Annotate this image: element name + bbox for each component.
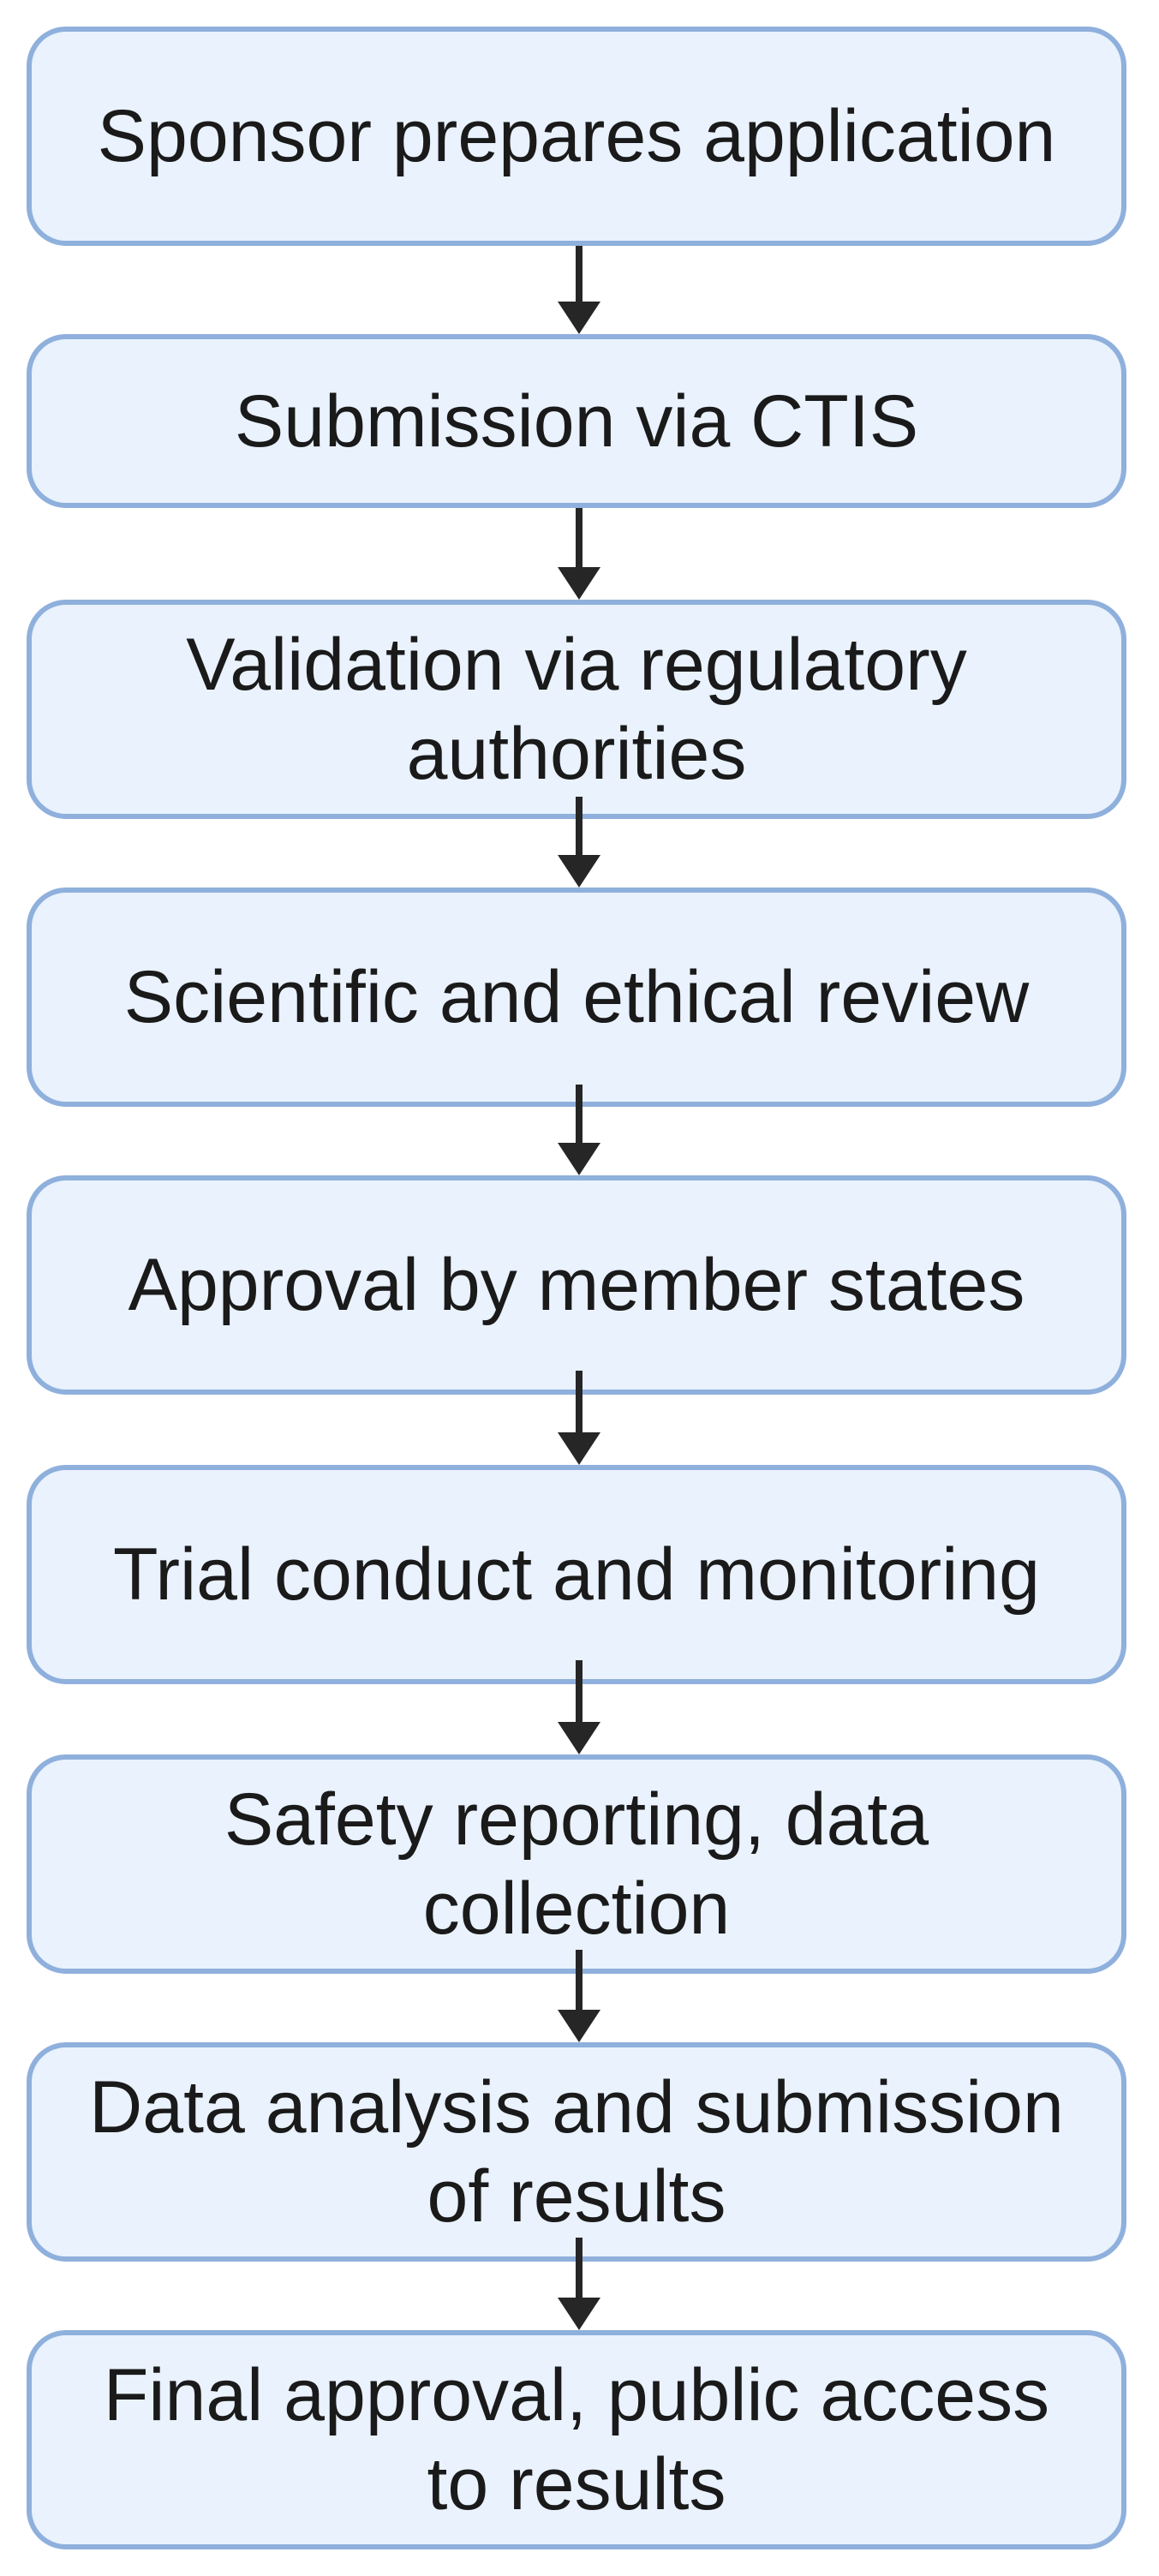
step-box-submission-via-ctis: Submission via CTIS xyxy=(27,334,1126,508)
arrow-down-icon xyxy=(558,1371,600,1465)
step-label: Trial conduct and monitoring xyxy=(113,1533,1040,1616)
arrow-down-icon xyxy=(558,246,600,334)
step-box-final-approval: Final approval, public access to results xyxy=(27,2330,1126,2549)
step-box-scientific-ethical-review: Scientific and ethical review xyxy=(27,888,1126,1107)
step-box-data-analysis: Data analysis and submission of results xyxy=(27,2042,1126,2262)
step-box-trial-conduct-monitoring: Trial conduct and monitoring xyxy=(27,1465,1126,1684)
step-box-approval-member-states: Approval by member states xyxy=(27,1175,1126,1395)
step-label: Scientific and ethical review xyxy=(123,956,1030,1038)
arrow-down-icon xyxy=(558,2238,600,2330)
step-label: Safety reporting, data collection xyxy=(224,1778,929,1950)
step-label: Final approval, public access to results xyxy=(103,2354,1050,2525)
arrow-down-icon xyxy=(558,797,600,888)
step-label: Sponsor prepares application xyxy=(97,95,1056,177)
arrow-down-icon xyxy=(558,1085,600,1175)
step-box-sponsor-prepares-application: Sponsor prepares application xyxy=(27,27,1126,246)
step-box-validation: Validation via regulatory authorities xyxy=(27,600,1126,819)
step-label: Approval by member states xyxy=(128,1244,1025,1326)
arrow-down-icon xyxy=(558,1660,600,1754)
step-label: Validation via regulatory authorities xyxy=(186,624,967,795)
step-label: Data analysis and submission of results xyxy=(89,2066,1064,2238)
arrow-down-icon xyxy=(558,508,600,600)
step-box-safety-reporting: Safety reporting, data collection xyxy=(27,1754,1126,1974)
arrow-down-icon xyxy=(558,1950,600,2042)
step-label: Submission via CTIS xyxy=(234,380,919,463)
